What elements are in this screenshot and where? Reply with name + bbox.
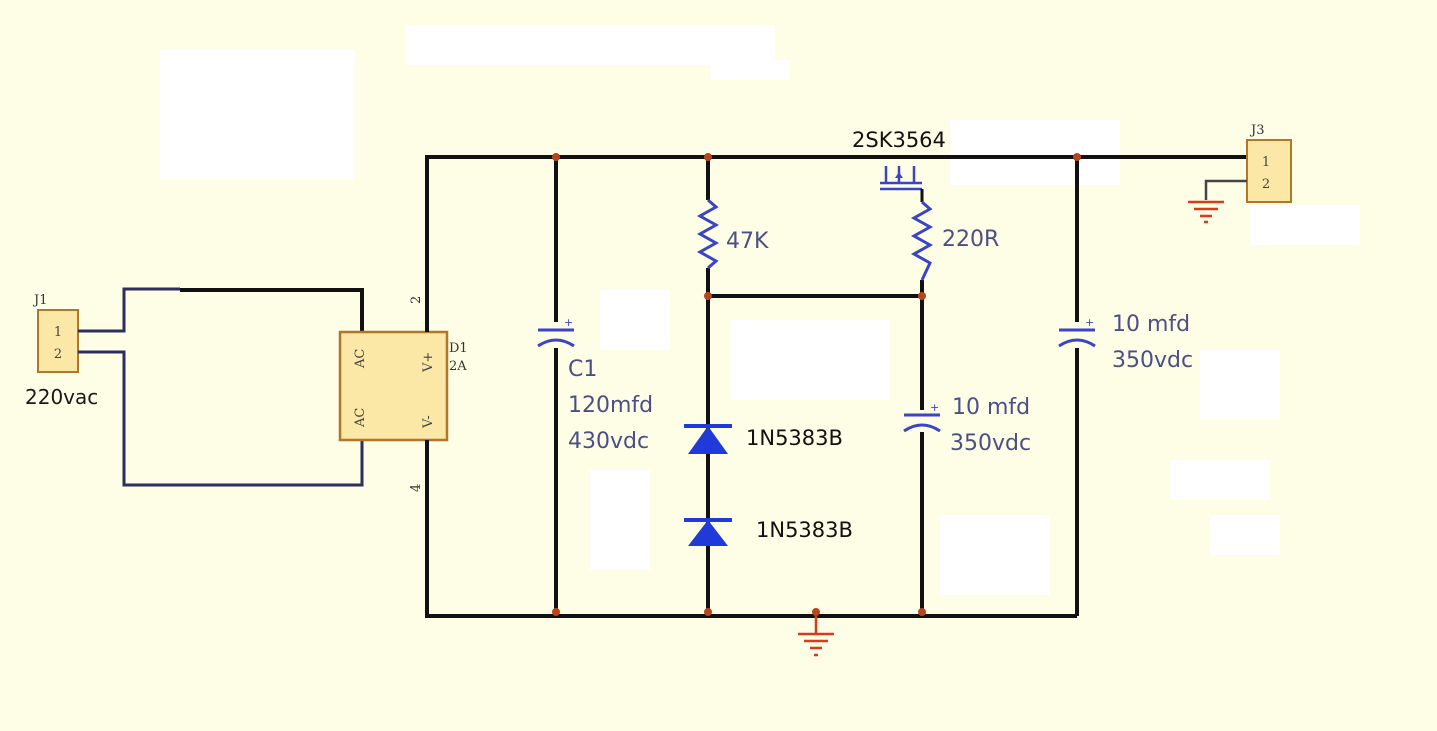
- c2-voltage: 350vdc: [950, 431, 1031, 456]
- j1-pin2: 2: [54, 347, 62, 362]
- j3-ref: J3: [1249, 123, 1264, 138]
- r2-resistor: 220R: [910, 200, 999, 281]
- j1-voltage-label: 220vac: [25, 385, 98, 409]
- bridge-pin-ac1: AC: [353, 349, 368, 369]
- main-wiring: [425, 155, 1260, 618]
- ac-input-wires: [78, 287, 364, 487]
- c1-capacitor: + C1 120mfd 430vdc: [537, 316, 653, 454]
- r1-value: 47K: [726, 229, 769, 254]
- bridge-rectifier: AC AC V+ V- D1 2A 2 4: [338, 296, 468, 492]
- zener-diode-2: 1N5383B: [684, 518, 853, 546]
- bridge-rating: 2A: [449, 359, 467, 374]
- junction-dots: [552, 153, 1081, 616]
- zener1-part-number: 1N5383B: [746, 426, 843, 450]
- j1-connector: J1 1 2 220vac: [25, 293, 98, 409]
- j1-pin1: 1: [54, 325, 62, 340]
- bridge-pin-vminus: V-: [421, 415, 436, 429]
- bridge-pin-number-4: 4: [409, 484, 424, 492]
- j3-pin1: 1: [1262, 155, 1270, 170]
- c1-voltage: 430vdc: [568, 429, 649, 454]
- c2-capacitor: + 10 mfd 350vdc: [903, 395, 1031, 456]
- c3-capacitor: + 10 mfd 350vdc: [1058, 312, 1193, 373]
- zener2-part-number: 1N5383B: [756, 518, 853, 542]
- c3-capacitance: 10 mfd: [1112, 312, 1190, 337]
- svg-text:+: +: [930, 401, 939, 414]
- c3-voltage: 350vdc: [1112, 348, 1193, 373]
- j3-connector: J3 1 2: [1188, 123, 1292, 224]
- svg-text:+: +: [1085, 316, 1094, 329]
- mosfet-q1: 2SK3564: [852, 128, 946, 202]
- zener-diode-1: 1N5383B: [684, 424, 843, 454]
- background-scraps: [160, 25, 1360, 595]
- j3-pin2: 2: [1262, 177, 1270, 192]
- c1-ref: C1: [568, 357, 597, 382]
- mosfet-part-number: 2SK3564: [852, 128, 946, 152]
- c1-capacitance: 120mfd: [568, 393, 653, 418]
- r1-resistor: 47K: [696, 198, 769, 270]
- r2-value: 220R: [942, 227, 999, 252]
- bridge-pin-ac2: AC: [353, 408, 368, 428]
- bridge-ref: D1: [449, 341, 468, 356]
- j1-ref: J1: [32, 293, 47, 308]
- c2-capacitance: 10 mfd: [952, 395, 1030, 420]
- svg-text:+: +: [564, 316, 573, 329]
- ground-symbol-main: [798, 616, 834, 657]
- bridge-pin-vplus: V+: [421, 352, 436, 373]
- bridge-pin-number-2: 2: [409, 296, 424, 304]
